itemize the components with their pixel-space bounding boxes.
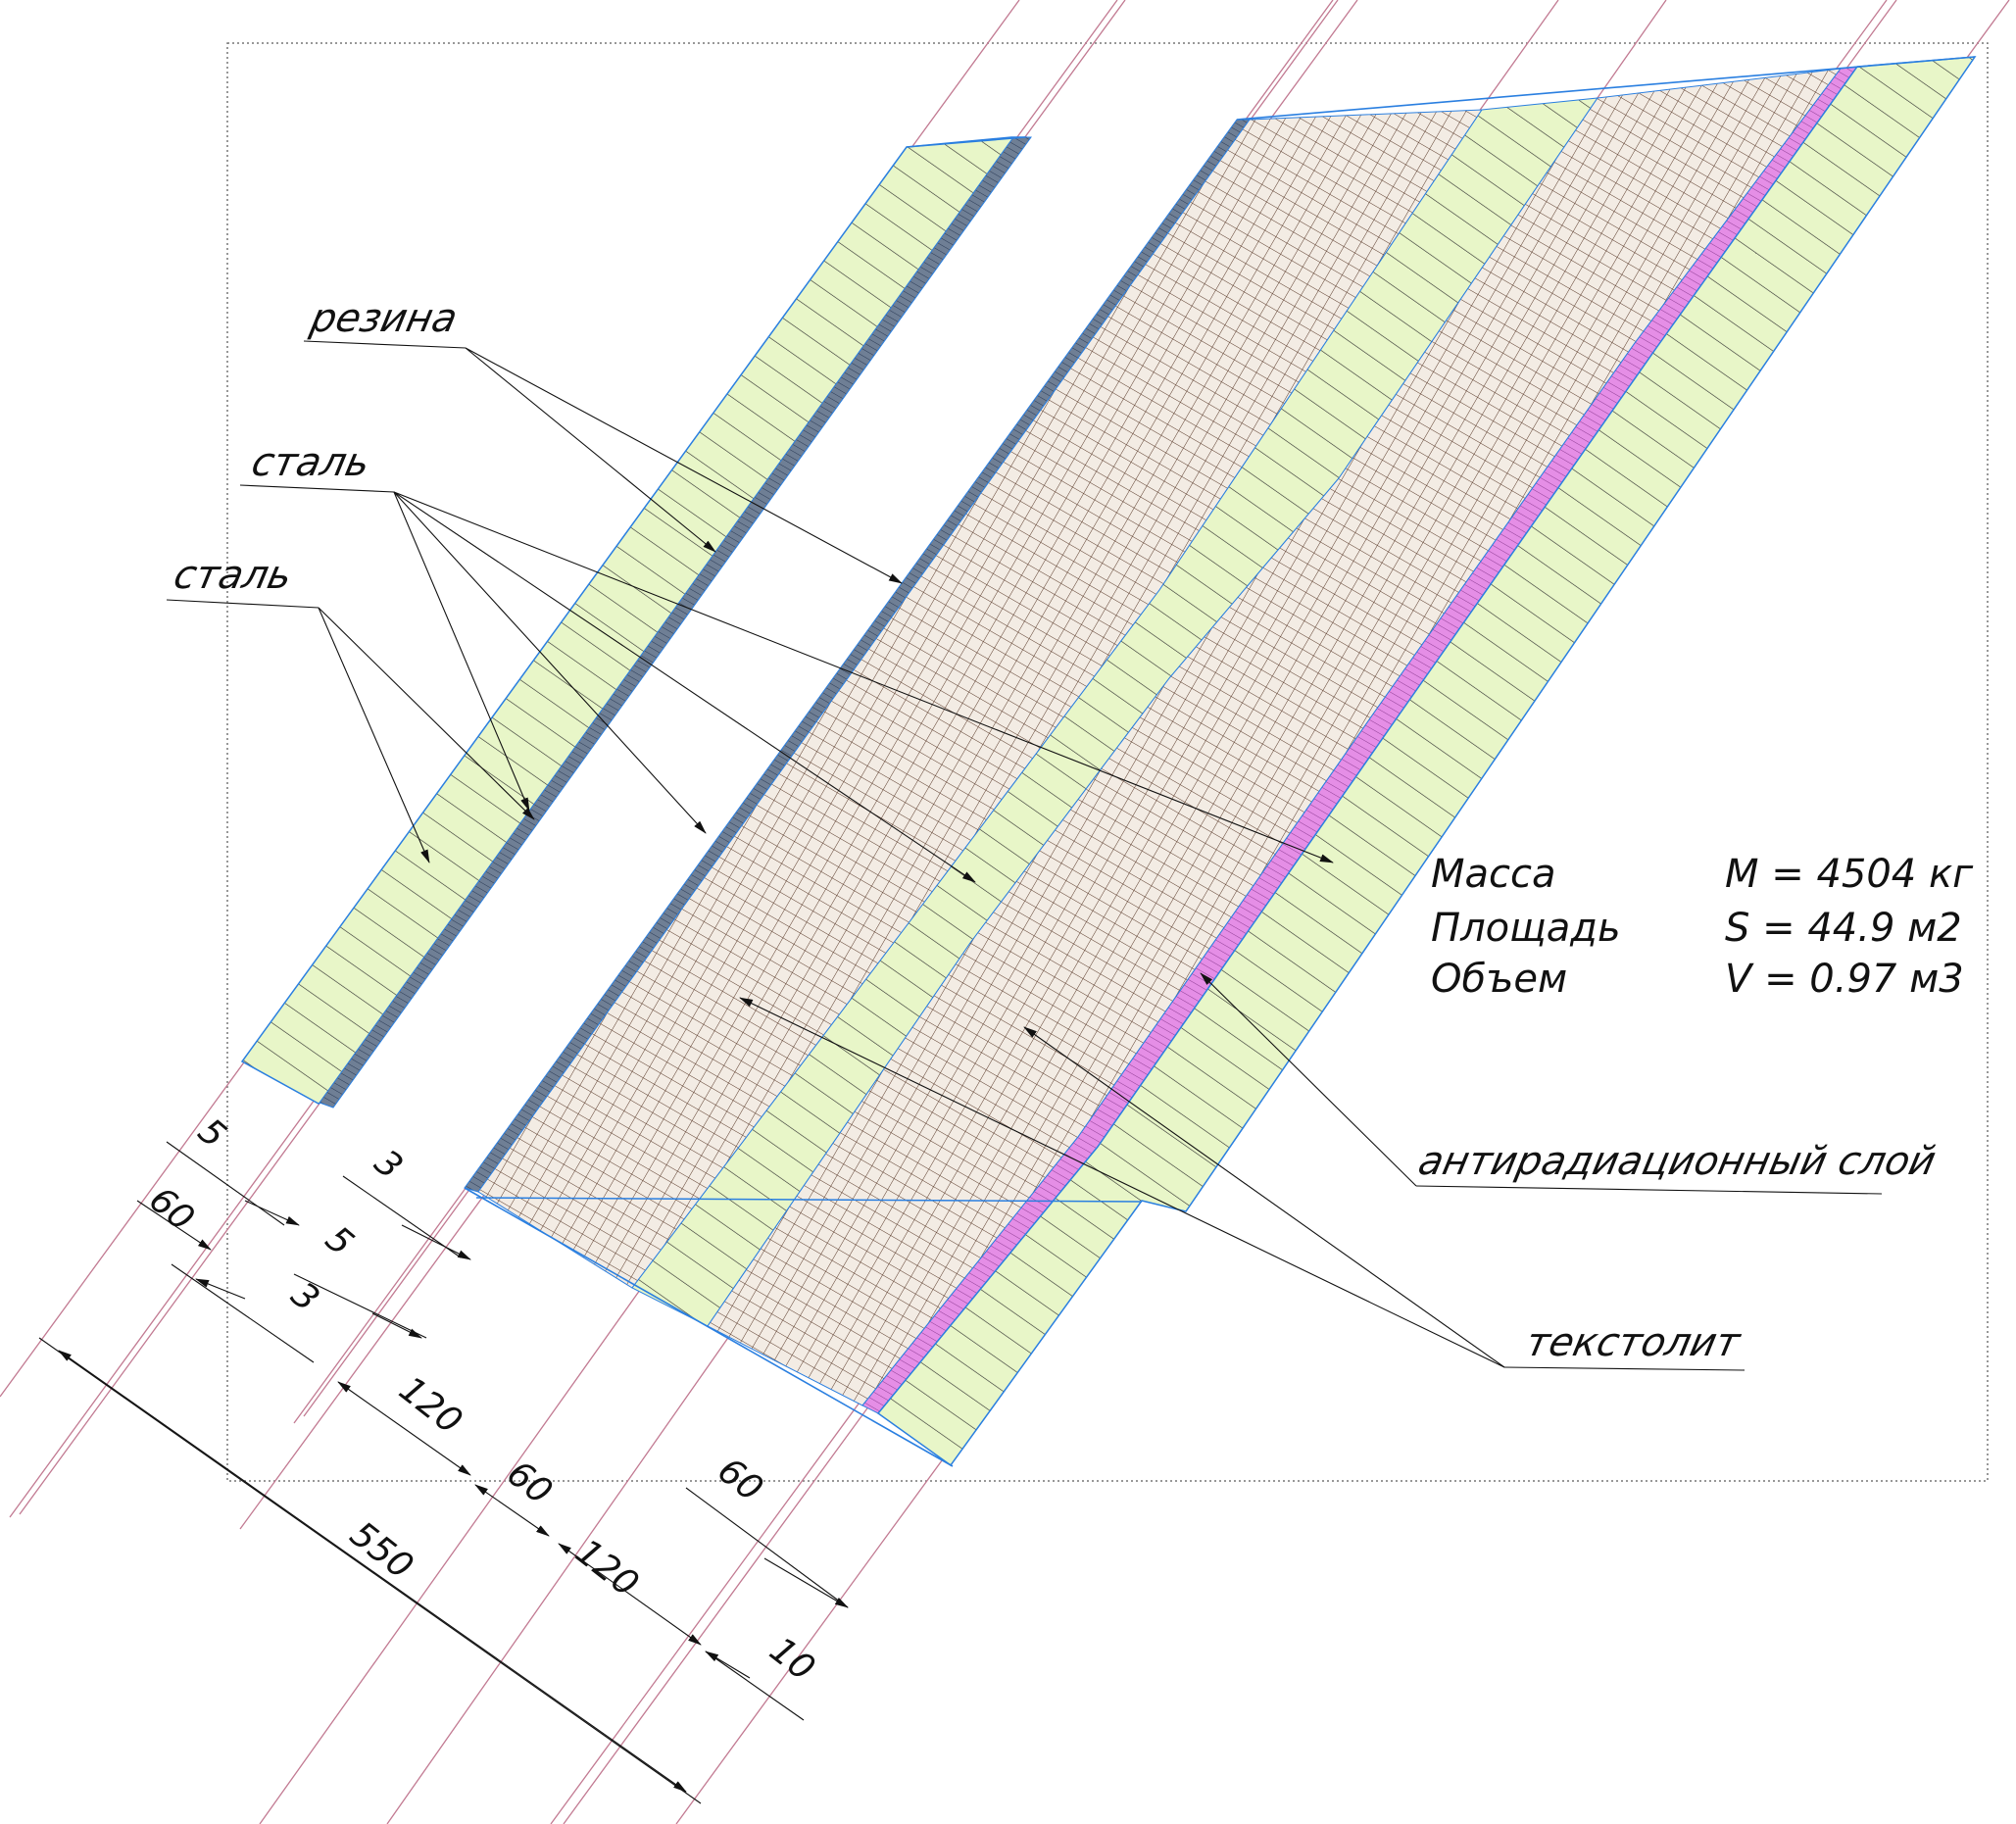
dim-60-c: 60 — [710, 1451, 769, 1510]
property-volume-value: V = 0.97 м3 — [1725, 957, 1964, 1002]
dim-550: 550 — [342, 1514, 419, 1588]
outer-steel-layer — [876, 56, 1977, 1467]
property-mass-value: M = 4504 кг — [1725, 852, 1974, 897]
property-area-name: Площадь — [1431, 906, 1621, 951]
dim-60-b: 60 — [499, 1454, 559, 1513]
section-lines — [464, 56, 1976, 1467]
dim-3-a: 3 — [367, 1142, 410, 1187]
properties-block: Масса M = 4504 кг Площадь S = 44.9 м2 Об… — [1431, 852, 1974, 1002]
label-antirad: антирадиационный слой — [1414, 1137, 1940, 1183]
property-area-value: S = 44.9 м2 — [1725, 906, 1962, 951]
dim-10: 10 — [762, 1630, 821, 1690]
dim-5-b: 5 — [318, 1218, 361, 1263]
drawing-frame — [226, 42, 1989, 1482]
dim-120-a: 120 — [391, 1369, 468, 1443]
dim-3-b: 3 — [283, 1274, 326, 1319]
label-steel-2: сталь — [170, 551, 296, 597]
label-textolite: текстолит — [1522, 1318, 1746, 1364]
leaders — [166, 340, 1883, 1371]
label-rubber: резина — [306, 294, 462, 340]
label-steel-1: сталь — [248, 438, 374, 484]
dim-5-a: 5 — [190, 1110, 233, 1156]
property-mass-name: Масса — [1431, 852, 1556, 897]
dimension-lines — [38, 1141, 849, 1804]
dim-60-a: 60 — [141, 1179, 201, 1239]
property-volume-name: Объем — [1431, 957, 1567, 1002]
dim-120-b: 120 — [567, 1532, 645, 1605]
